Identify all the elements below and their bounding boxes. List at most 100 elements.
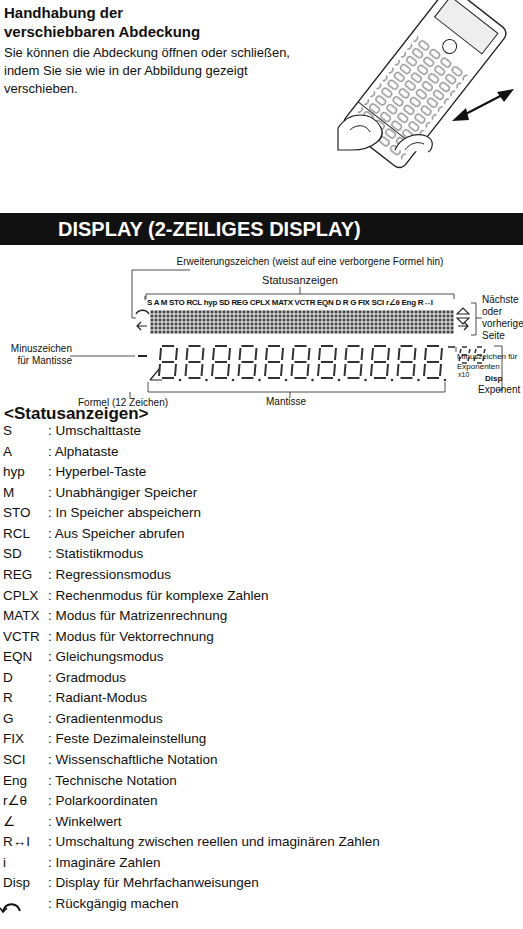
indicator-key: G [3,711,47,727]
segment [281,364,282,376]
indicator-key: R↔I [3,834,47,850]
indicator-description: : Gradmodus [48,670,518,686]
indicator-key: M [3,485,47,501]
segment [189,377,201,379]
segment [162,361,174,363]
indicator-key: FIX [3,731,47,747]
segment [308,364,309,376]
segment [374,361,386,363]
segment [398,364,399,376]
segment [374,345,386,347]
decimal-dot [285,379,288,382]
segment [242,377,254,379]
indicator-description: : Statistikmodus [48,546,518,562]
segment [401,345,413,347]
indicator-key: i [3,855,47,871]
segment [162,345,174,347]
segment [266,348,267,360]
segment [242,345,254,347]
decimal-dot [311,379,314,382]
segment [334,364,335,376]
indicator-description: : Regressionsmodus [48,567,518,583]
segment [242,361,254,363]
heading: verschiebbaren Abdeckung [4,23,324,41]
segment [321,377,333,379]
decimal-dot [338,379,341,382]
segment [348,345,360,347]
indicator-description: : Hyperbel-Taste [48,464,518,480]
segment [321,361,333,363]
segment [268,377,280,379]
callout-label: Exponent [478,384,523,396]
segment [345,364,346,376]
indicator-description: : Radiant-Modus [48,690,518,706]
indicator-key: RCL [3,526,47,542]
segment [175,364,176,376]
segment [239,364,240,376]
indicator-description: : Modus für Matrizenrechnung [48,608,518,624]
decimal-dot [417,379,420,382]
segment [399,348,400,360]
decimal-dot [364,379,367,382]
indicator-description: : Aus Speicher abrufen [48,526,518,542]
segment [240,348,241,360]
decimal-dot [444,379,447,382]
segment [462,346,467,348]
segment [321,345,333,347]
segment [414,364,415,376]
segment [292,364,293,376]
indicator-key: ∠ [3,814,47,830]
segment [440,364,441,376]
indicator-key: S [3,423,47,439]
segment [427,345,439,347]
indicator-key: r∠θ [3,793,47,809]
undo-symbol [136,310,149,314]
indicator-key: R [3,690,47,706]
indicator-key: hyp [3,464,47,480]
segment [295,377,307,379]
calculator-illustration [338,0,514,171]
segment [348,361,360,363]
segment [186,364,187,376]
section-band: DISPLAY (2-ZEILIGES DISPLAY) [0,213,523,245]
segment [176,348,177,360]
segment [425,348,426,360]
segment [160,348,161,360]
segment [362,348,363,360]
indicator-key: VCTR [3,629,47,645]
segment [477,346,482,348]
segment [427,377,439,379]
segment [159,364,160,376]
segment [387,364,388,376]
segment [374,377,386,379]
indicator-key: EQN [3,649,47,665]
indicator-description: : Winkelwert [48,814,518,830]
indicator-description: : Umschalttaste [48,423,518,439]
indicator-description: : Rückgängig machen [48,896,518,912]
segment [255,364,256,376]
indicator-description: : Polarkoordinaten [48,793,518,809]
heading: Handhabung der [4,4,324,22]
segment [372,348,373,360]
segment [189,345,201,347]
indicator-key: REG [3,567,47,583]
segment [203,348,204,360]
segment [189,361,201,363]
segment [215,361,227,363]
indicator-key: A [3,444,47,460]
segment [212,364,213,376]
indicator-description: : Modus für Vektorrechnung [48,629,518,645]
lcd-symbol: Disp [485,374,511,384]
segment [265,364,266,376]
indicator-key: STO [3,505,47,521]
indicator-description: : Wissenschaftliche Notation [48,752,518,768]
segment [348,377,360,379]
segment [293,348,294,360]
indicator-description: : Technische Notation [48,773,518,789]
indicator-key: SCI [3,752,47,768]
segment [268,345,280,347]
segment [229,348,230,360]
indicator-description: : Gleichungsmodus [48,649,518,665]
callout-label: Mantisse [266,396,326,408]
callout-label: Erweiterungszeichen (weist auf eine verb… [160,256,460,268]
